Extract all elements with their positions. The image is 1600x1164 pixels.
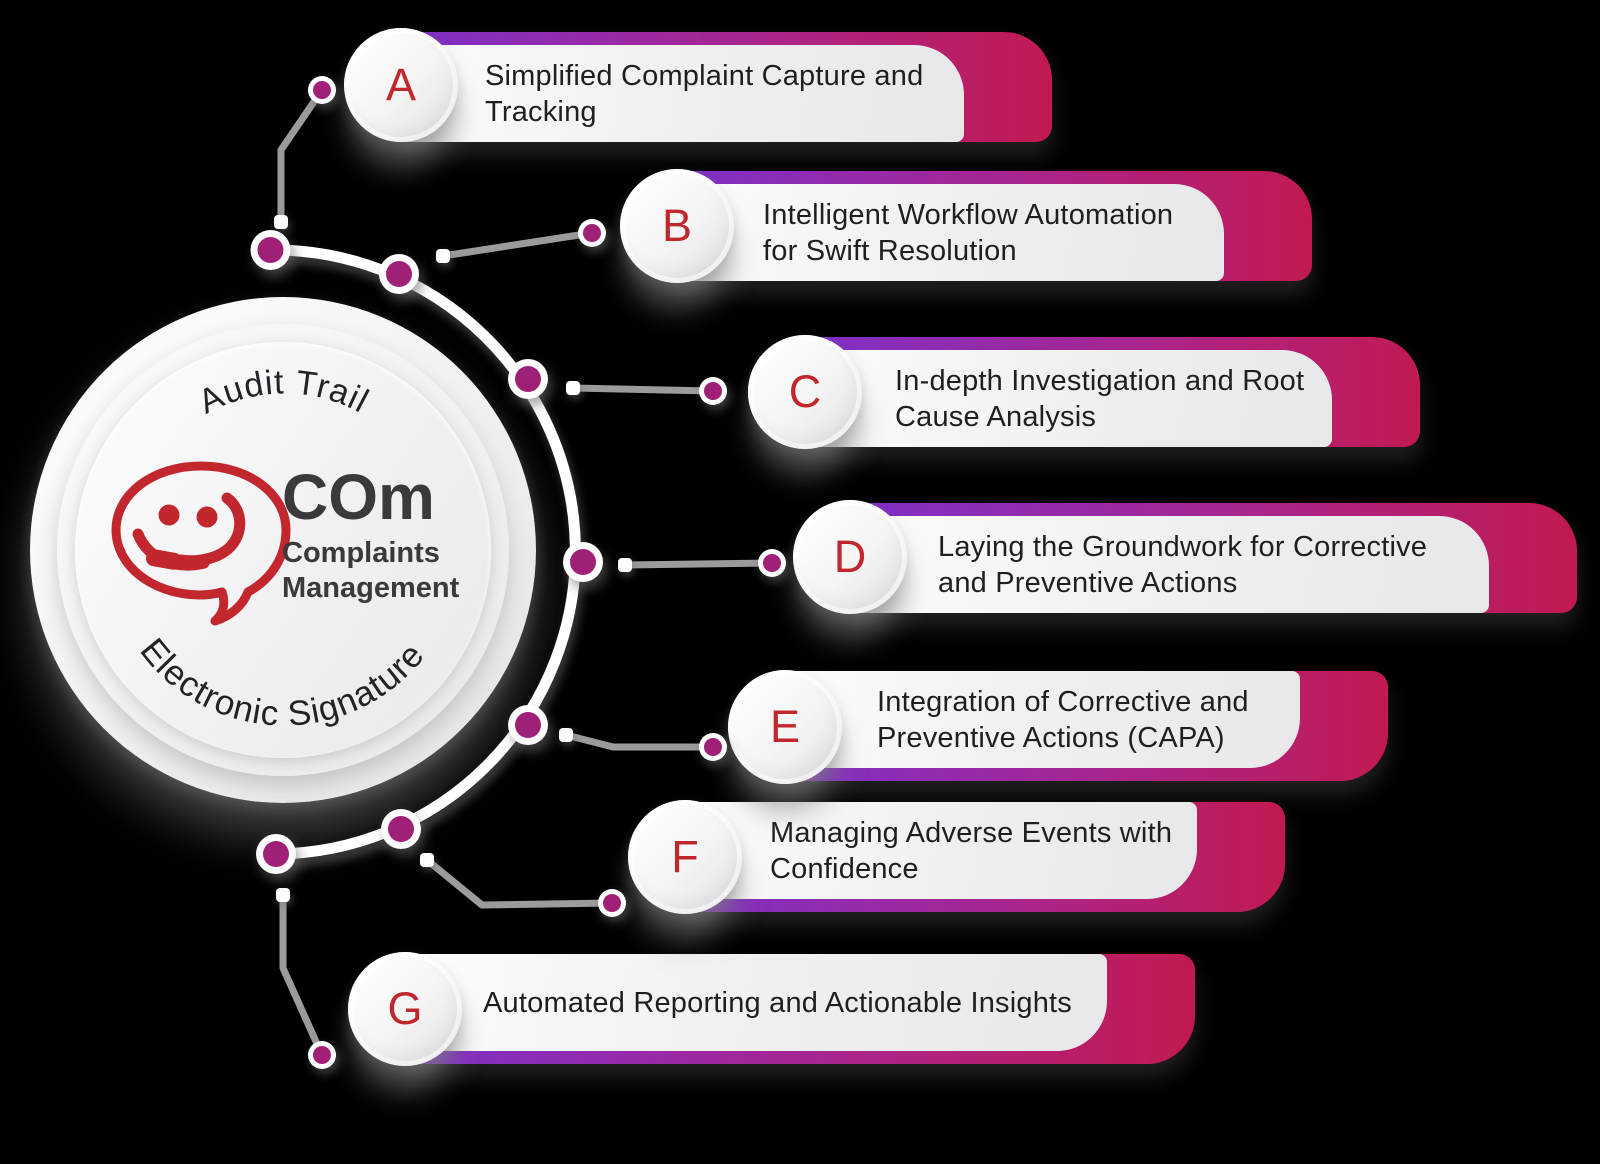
letter-circle-f: F [628,800,742,914]
letter-b: B [661,200,692,251]
letter-circle-e: E [728,670,842,784]
letter-circle-a: A [344,28,458,142]
letter-g: G [387,983,423,1034]
letter-circle-c: C [748,335,862,449]
letter-e: E [769,701,800,752]
letter-c: C [788,366,822,417]
letter-circle-d: D [793,500,907,614]
letter-circle-b: B [620,169,734,283]
letter-f: F [671,831,699,882]
letter-a: A [385,59,416,110]
letter-circle-g: G [348,952,462,1066]
letter-d: D [833,531,867,582]
